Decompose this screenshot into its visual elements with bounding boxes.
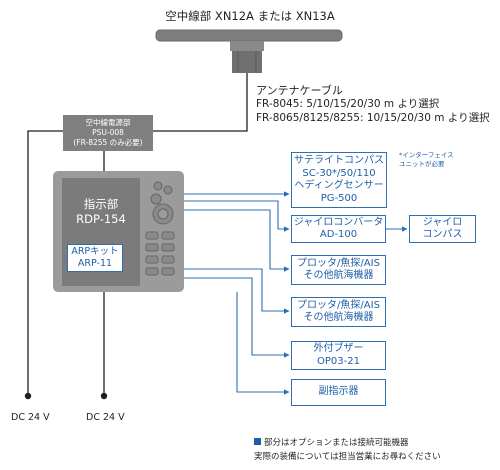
- heading-sensor-model: PG-500: [320, 192, 358, 204]
- plotter-1-line-1: プロッタ/魚探/AIS: [297, 257, 380, 269]
- display-model: RDP-154: [76, 212, 126, 226]
- power-terminal-right: [100, 392, 108, 400]
- plotter-box-1: プロッタ/魚探/AIS その他航海機器: [291, 255, 386, 285]
- satellite-compass-name: サテライトコンパス: [294, 155, 384, 166]
- gyro-compass-box: ジャイロ コンパス: [409, 215, 476, 243]
- psu-model: PSU-008: [92, 128, 124, 137]
- external-buzzer-box: 外付ブザー OP03-21: [291, 341, 386, 370]
- power-lines: [27, 130, 105, 393]
- gyro-converter-model: AD-100: [319, 229, 358, 240]
- option-connection-lines: [184, 191, 408, 395]
- gyro-converter-box: ジャイロコンバータ AD-100: [291, 215, 386, 243]
- cable-length-line-1: FR-8045: 5/10/15/20/30 m より選択: [256, 98, 440, 110]
- plotter-2-line-2: その他航海機器: [303, 312, 374, 323]
- legend-marker: [254, 438, 261, 445]
- cable-length-line-2: FR-8065/8125/8255: 10/15/20/30 m より選択: [256, 112, 490, 124]
- buzzer-model: OP03-21: [317, 355, 360, 367]
- interface-note-line-2: ユニットが必要: [399, 159, 445, 168]
- power-terminal-left: [24, 392, 32, 400]
- gyro-compass-line-2: コンパス: [422, 229, 463, 240]
- cable-title: アンテナケーブル: [256, 84, 343, 97]
- remote-display-box: 副指示器: [291, 379, 386, 406]
- gyro-converter-name: ジャイロコンバータ: [293, 216, 384, 228]
- plotter-2-line-1: プロッタ/魚探/AIS: [297, 299, 380, 311]
- power-supply-unit: 空中線電源部 PSU-008 (FR-8255 のみ必要): [63, 115, 153, 151]
- arp-name: ARPキット: [71, 246, 119, 257]
- display-name: 指示部: [83, 197, 119, 211]
- satellite-compass-box: サテライトコンパス SC-30*/50/110 ヘディングセンサー PG-500: [291, 152, 387, 208]
- remote-display-name: 副指示器: [318, 386, 359, 398]
- plotter-box-2: プロッタ/魚探/AIS その他航海機器: [291, 297, 386, 327]
- plotter-1-line-2: その他航海機器: [303, 270, 374, 281]
- legend-line-2: 実際の装備については担当営業にお尋ねください: [254, 452, 441, 462]
- antenna-drawing: [155, 29, 343, 73]
- power-label-left: DC 24 V: [11, 412, 50, 423]
- arp-kit-box: ARPキット ARP-11: [67, 244, 123, 272]
- heading-sensor-name: ヘディングセンサー: [294, 180, 384, 191]
- buzzer-name: 外付ブザー: [313, 343, 364, 354]
- interface-note-line-1: *インターフェイス: [399, 151, 454, 159]
- antenna-title: 空中線部 XN12A または XN13A: [165, 9, 335, 23]
- antenna-cable-line: [103, 73, 248, 172]
- psu-label: 空中線電源部: [85, 118, 131, 127]
- interface-note: *インターフェイス ユニットが必要: [399, 151, 454, 168]
- gyro-compass-line-1: ジャイロ: [422, 216, 463, 228]
- display-label: 指示部 RDP-154: [62, 197, 140, 227]
- satellite-compass-model: SC-30*/50/110: [302, 167, 376, 179]
- psu-note: (FR-8255 のみ必要): [73, 138, 143, 147]
- arp-model: ARP-11: [77, 258, 113, 269]
- display-unit: [53, 171, 184, 292]
- power-label-right: DC 24 V: [86, 412, 125, 423]
- legend-line-1: 部分はオプションまたは接続可能機器: [264, 438, 409, 448]
